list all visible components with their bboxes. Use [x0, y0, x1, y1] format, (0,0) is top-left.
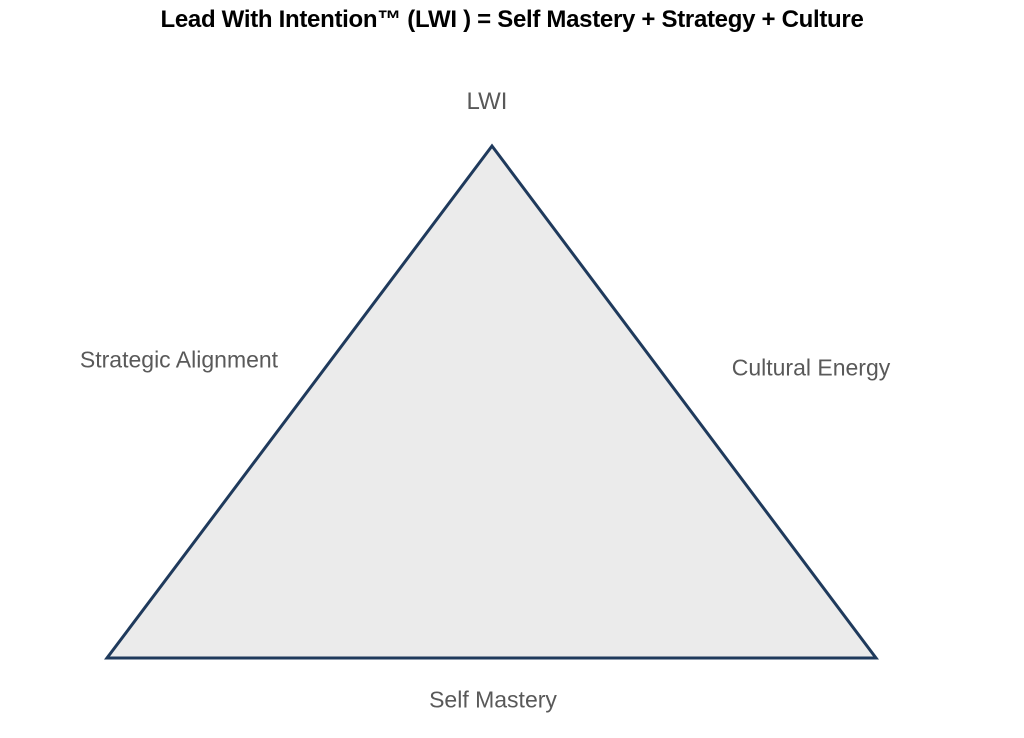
- left-side-label: Strategic Alignment: [79, 346, 279, 373]
- bottom-side-label: Self Mastery: [429, 686, 557, 713]
- diagram-title: Lead With Intention™ (LWI ) = Self Maste…: [160, 6, 864, 33]
- apex-label: LWI: [466, 88, 508, 115]
- right-side-label: Cultural Energy: [731, 354, 891, 381]
- triangle-polygon: [103, 143, 879, 660]
